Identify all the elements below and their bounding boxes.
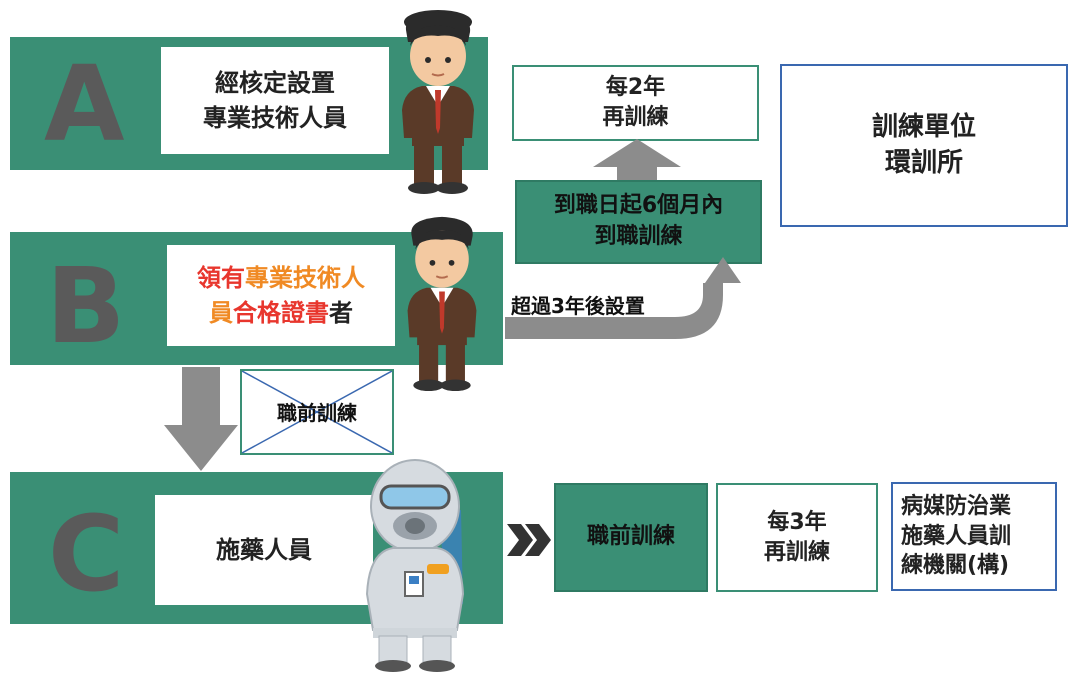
every-3-years-line2: 再訓練 [763, 539, 830, 565]
within-6-months-line2: 到職訓練 [594, 224, 683, 249]
curved-arrow-icon [505, 257, 741, 339]
training-agency-line3: 練機關(構) [901, 553, 1010, 579]
row-c-label: 施藥人員 [216, 535, 312, 564]
hazmat-worker-icon [365, 459, 465, 672]
up-arrow-icon [593, 139, 681, 181]
row-c-letter: C [48, 493, 125, 615]
row-b-line1: 領有專業技術人 [197, 261, 365, 296]
every-2-years-box: 每2年 再訓練 [512, 65, 759, 141]
every-2-years-line2: 再訓練 [602, 105, 669, 130]
training-unit-line2: 環訓所 [884, 147, 963, 178]
within-6-months-box: 到職日起6個月內 到職訓練 [515, 180, 762, 264]
every-3-years-line1: 每3年 [767, 509, 827, 535]
training-agency-line1: 病媒防治業 [901, 493, 1012, 519]
crossed-prejob-label: 職前訓練 [277, 401, 357, 425]
row-b-line1-orange: 專業技術人 [245, 263, 365, 292]
prejob-training-box: 職前訓練 [554, 483, 708, 592]
row-b-line2-orange: 員 [209, 298, 233, 327]
row-a-line1: 經核定設置 [215, 68, 335, 97]
every-2-years-line1: 每2年 [605, 75, 666, 101]
within-6-months-line1: 到職日起6個月內 [553, 193, 724, 219]
businessman-b-icon [407, 216, 477, 391]
cross-out-icon [242, 371, 392, 453]
row-b-card: 領有專業技術人 員合格證書者 [167, 245, 395, 346]
row-b-line1-red: 領有 [197, 263, 245, 292]
training-unit-line1: 訓練單位 [871, 112, 976, 143]
training-unit-box: 訓練單位 環訓所 [780, 64, 1068, 227]
row-a-line2: 專業技術人員 [203, 103, 347, 132]
row-b-line2-dark: 者 [329, 298, 353, 327]
row-a-letter: A [44, 43, 125, 165]
double-chevron-icon [507, 524, 551, 556]
businessman-a-icon [402, 10, 474, 194]
row-c-card: 施藥人員 [155, 495, 373, 605]
over-3-years-label: 超過3年後設置 [511, 294, 645, 318]
row-b-line2-red: 合格證書 [233, 298, 329, 327]
row-b-letter: B [46, 245, 126, 367]
row-b-line2: 員合格證書者 [209, 296, 353, 331]
prejob-training-label: 職前訓練 [586, 524, 675, 550]
down-arrow-icon [164, 367, 238, 471]
row-a-card: 經核定設置 專業技術人員 [161, 47, 389, 154]
crossed-prejob-box: 職前訓練 [240, 369, 394, 455]
training-agency-line2: 施藥人員訓 [901, 523, 1012, 549]
training-agency-box: 病媒防治業 施藥人員訓 練機關(構) [891, 482, 1057, 591]
every-3-years-box: 每3年 再訓練 [716, 483, 878, 592]
